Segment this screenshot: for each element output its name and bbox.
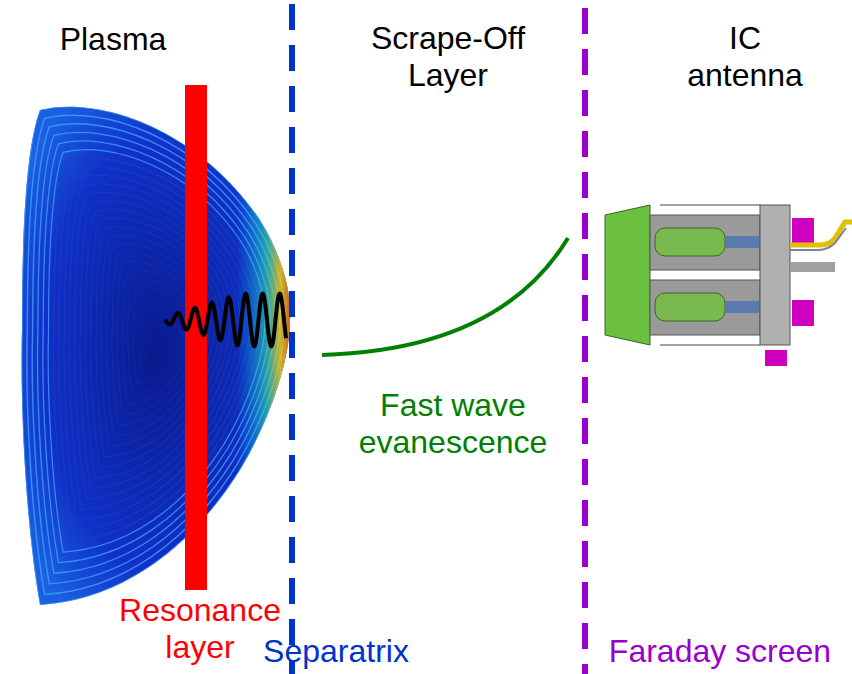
wave-trace	[165, 294, 286, 347]
antenna-drawing	[605, 205, 852, 366]
edge-field	[150, 90, 295, 610]
boundary-label: Faraday screen	[609, 633, 831, 670]
wave-label: Fast wave evanescence	[338, 387, 568, 461]
plasma-cross-section	[22, 90, 295, 610]
region-label: IC antenna	[680, 20, 810, 94]
resonance-bar	[185, 85, 207, 590]
region-label: Plasma	[60, 21, 167, 58]
faraday-screen-line	[582, 8, 588, 674]
evanescence-curve	[322, 238, 568, 355]
separatrix-line	[289, 4, 295, 674]
region-label: Scrape-Off Layer	[348, 20, 548, 94]
boundary-label: Separatrix	[263, 633, 409, 670]
layer-label: Resonance layer	[110, 592, 290, 666]
